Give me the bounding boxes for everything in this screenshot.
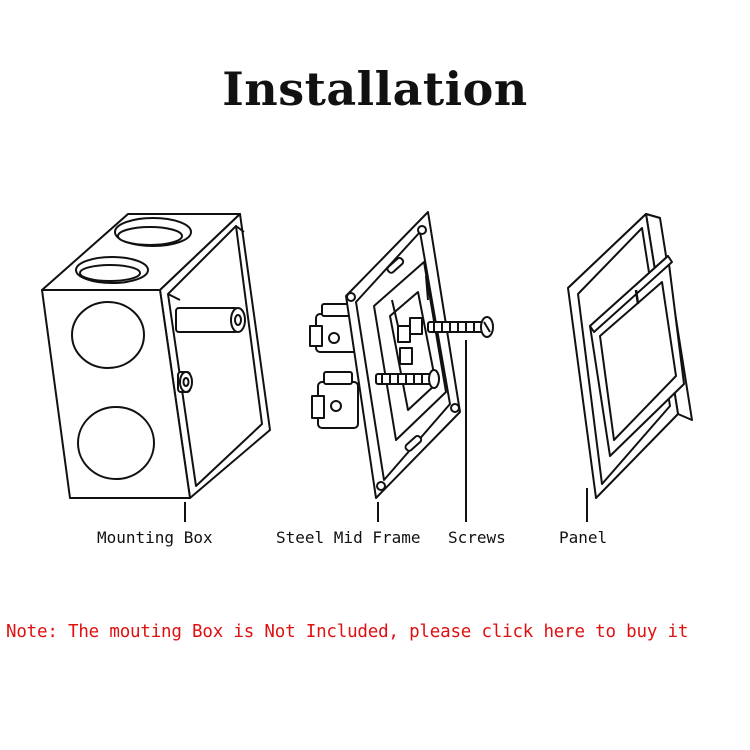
mounting-box-illustration (41, 213, 271, 499)
leader-lines (184, 340, 588, 522)
page-title: Installation (222, 62, 528, 116)
label-mounting-box: Mounting Box (97, 528, 213, 547)
label-panel: Panel (559, 528, 608, 547)
label-screws: Screws (448, 528, 506, 547)
screw-illustration (427, 316, 494, 338)
steel-mid-frame-illustration (309, 211, 461, 499)
label-steel-mid-frame: Steel Mid Frame (276, 528, 421, 547)
panel-illustration (567, 213, 693, 499)
buy-mounting-box-link[interactable]: Note: The mouting Box is Not Included, p… (6, 622, 689, 642)
